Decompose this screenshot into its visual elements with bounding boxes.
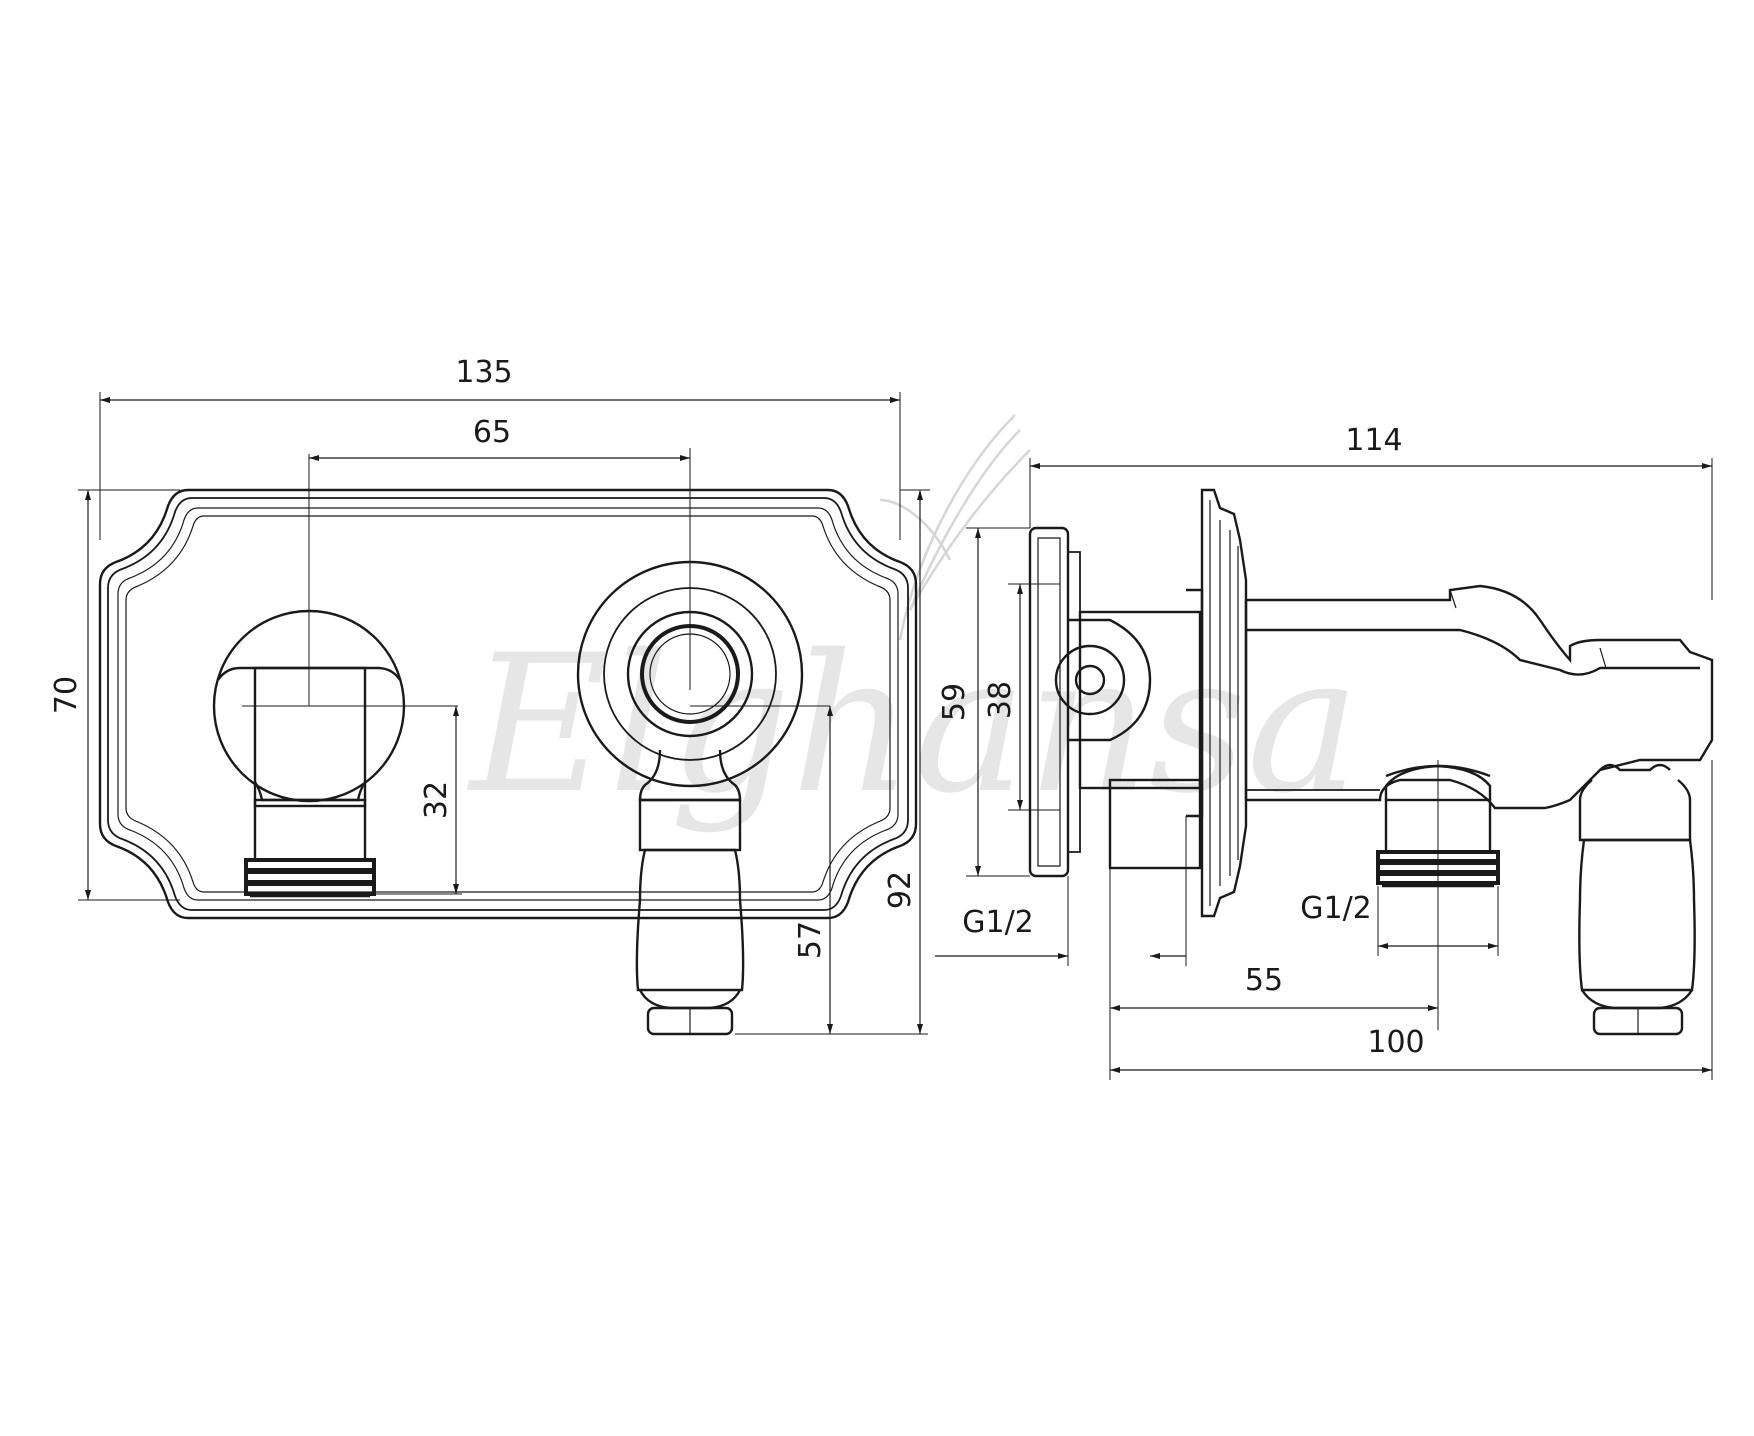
dim-59-label: 59 bbox=[937, 683, 972, 721]
dim-135-label: 135 bbox=[455, 355, 512, 390]
left-outlet-thread bbox=[244, 858, 376, 898]
watermark-text: Elghansa bbox=[467, 614, 1360, 835]
thread-g12-left-label: G1/2 bbox=[962, 905, 1034, 940]
dim-65-label: 65 bbox=[473, 415, 511, 450]
dim-32-label: 32 bbox=[419, 781, 454, 819]
watermark-logo: Elghansa bbox=[467, 414, 1360, 835]
wall-plate-profile bbox=[1200, 488, 1248, 918]
dim-38-label: 38 bbox=[983, 681, 1018, 719]
dim-55-label: 55 bbox=[1245, 963, 1283, 998]
side-view: 114 59 38 G1/2 G1/2 55 100 bbox=[935, 423, 1714, 1080]
dim-114-label: 114 bbox=[1345, 423, 1402, 458]
front-view: 135 65 70 32 57 92 bbox=[49, 355, 930, 1036]
lever-handle bbox=[635, 848, 745, 992]
dim-57-label: 57 bbox=[793, 921, 828, 959]
dim-92-label: 92 bbox=[883, 871, 918, 909]
thread-g12-right-label: G1/2 bbox=[1300, 891, 1372, 926]
dim-100-label: 100 bbox=[1367, 1025, 1424, 1060]
spout-body bbox=[1244, 584, 1714, 810]
mounting-flange bbox=[1028, 526, 1070, 878]
dim-70-label: 70 bbox=[49, 676, 84, 714]
side-lever-handle bbox=[1578, 838, 1696, 992]
